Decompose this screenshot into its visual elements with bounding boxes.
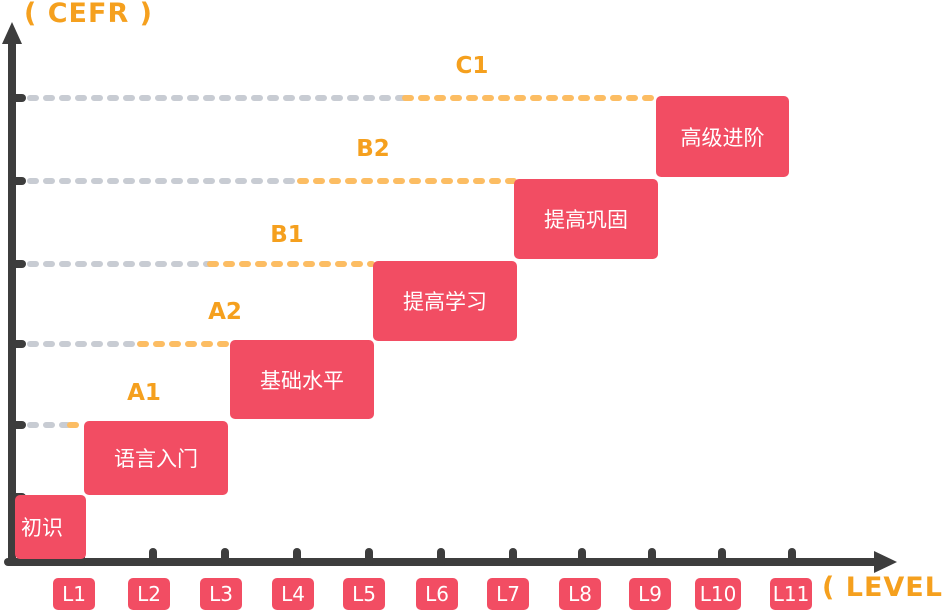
x-axis-title: ( LEVEL ) <box>822 572 947 603</box>
level-badge-l2: L2 <box>128 578 170 610</box>
cefr-label-b2: B2 <box>356 136 390 162</box>
level-badge-l6: L6 <box>416 578 458 610</box>
level-badge-l7: L7 <box>487 578 529 610</box>
stage-box-improve: 提高学习 <box>373 261 517 341</box>
level-badge-l1: L1 <box>53 578 95 610</box>
level-badge-l5: L5 <box>343 578 385 610</box>
stage-box-consolidate: 提高巩固 <box>514 179 658 259</box>
y-ticks <box>8 94 26 501</box>
stage-box-basic: 基础水平 <box>230 340 374 419</box>
cefr-label-a1: A1 <box>127 380 161 406</box>
level-badge-l8: L8 <box>559 578 601 610</box>
cefr-label-b1: B1 <box>270 222 304 248</box>
cefr-label-a2: A2 <box>208 299 242 325</box>
level-badge-l9: L9 <box>629 578 671 610</box>
level-badge-l3: L3 <box>200 578 242 610</box>
x-axis-arrow <box>874 551 897 573</box>
cefr-label-c1: C1 <box>455 53 489 79</box>
y-axis-arrow <box>2 22 22 44</box>
level-badge-l10: L10 <box>695 578 741 610</box>
stage-box-beginner: 初识 <box>15 495 86 559</box>
level-badge-l11: L11 <box>770 578 812 610</box>
stage-box-intro: 语言入门 <box>84 421 228 495</box>
level-badge-l4: L4 <box>272 578 314 610</box>
stage-box-advanced: 高级进阶 <box>656 96 789 177</box>
guide-lines <box>27 95 659 428</box>
y-axis-title: ( CEFR ) <box>24 0 153 29</box>
